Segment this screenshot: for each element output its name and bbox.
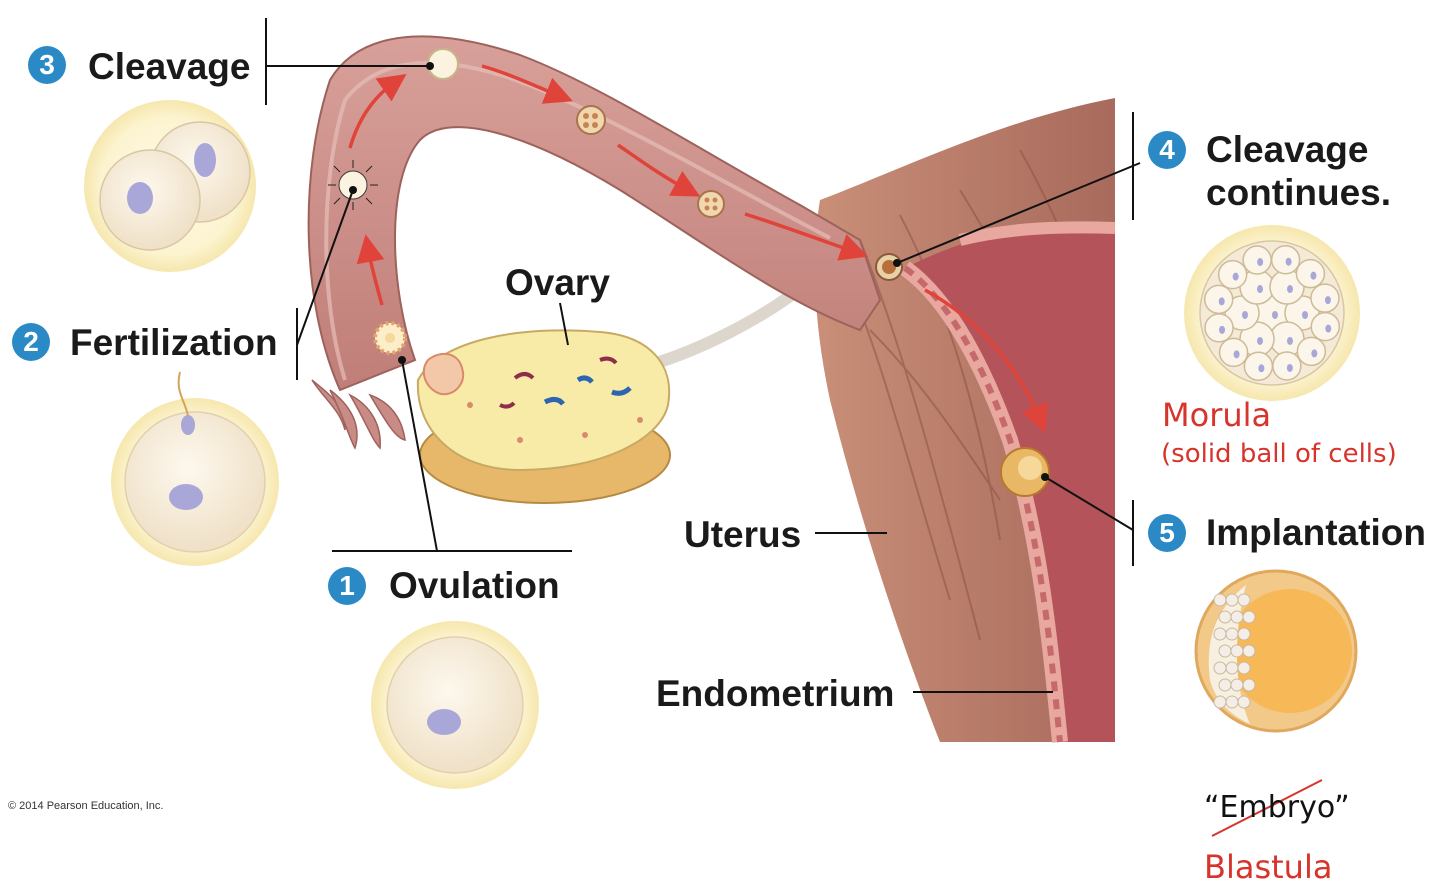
morula-nucleus bbox=[1272, 311, 1278, 319]
morula-cell bbox=[1310, 311, 1341, 342]
morula-cell bbox=[1270, 244, 1301, 275]
ovarian-ligament bbox=[644, 279, 811, 371]
inner-cell-mass-cell bbox=[1225, 661, 1239, 675]
inner-cell-mass-cell bbox=[1230, 610, 1244, 624]
morula-cell bbox=[1218, 337, 1249, 368]
copyright-credit: © 2014 Pearson Education, Inc. bbox=[8, 800, 164, 812]
inner-cell-mass-cell bbox=[1237, 627, 1251, 641]
annotation-embryo-struck: “Embryo” bbox=[1204, 790, 1350, 825]
label-cleavage: Cleavage bbox=[88, 46, 251, 87]
morula-cell bbox=[1272, 351, 1302, 381]
inner-cell-mass-cell bbox=[1218, 644, 1232, 658]
label-uterus: Uterus bbox=[684, 514, 802, 555]
morula-nucleus bbox=[1242, 311, 1248, 319]
morula-nucleus bbox=[1310, 271, 1317, 280]
inner-cell-mass-cell bbox=[1237, 695, 1251, 709]
morula-nucleus bbox=[1257, 336, 1263, 345]
detail-oocyte bbox=[371, 621, 539, 789]
inner-cell-mass-cell bbox=[1242, 678, 1256, 692]
morula-nucleus bbox=[1285, 257, 1292, 266]
inner-cell-mass-cell bbox=[1225, 695, 1239, 709]
step-1-badge: 1 bbox=[328, 567, 366, 605]
morula-nucleus bbox=[1258, 364, 1265, 373]
migration-arrows bbox=[348, 64, 1048, 433]
inner-cell-mass-cell bbox=[1213, 661, 1227, 675]
label-ovary: Ovary bbox=[505, 262, 610, 303]
inner-cell-mass-cell bbox=[1225, 627, 1239, 641]
inner-cell-mass-cell bbox=[1242, 610, 1256, 624]
morula-nucleus bbox=[1302, 311, 1308, 319]
morula-cell bbox=[1310, 283, 1340, 313]
morula-cell bbox=[1203, 284, 1234, 315]
morula-nucleus bbox=[1311, 349, 1318, 358]
morula-nucleus bbox=[1219, 325, 1226, 334]
morula-nucleus bbox=[1218, 297, 1225, 306]
inner-cell-mass-cell bbox=[1237, 593, 1251, 607]
morula-cell bbox=[1296, 336, 1327, 367]
inner-cell-mass-cell bbox=[1230, 678, 1244, 692]
annotation-blastula: Blastula bbox=[1204, 848, 1333, 882]
morula-nucleus bbox=[1324, 296, 1331, 305]
inner-cell-mass-cell bbox=[1242, 644, 1256, 658]
morula-cell bbox=[1204, 313, 1234, 343]
morula-nucleus bbox=[1257, 285, 1263, 294]
embryo-strikethrough bbox=[1211, 779, 1323, 837]
label-implantation: Implantation bbox=[1206, 512, 1426, 553]
morula-nucleus bbox=[1257, 258, 1264, 267]
step-4-badge: 4 bbox=[1148, 131, 1186, 169]
label-fertilization: Fertilization bbox=[70, 322, 278, 363]
label-endometrium: Endometrium bbox=[656, 673, 895, 714]
fertilized-egg bbox=[338, 170, 368, 200]
morula-nucleus bbox=[1287, 285, 1293, 294]
annotation-morula: Morula bbox=[1162, 396, 1272, 434]
step-5-badge: 5 bbox=[1148, 514, 1186, 552]
inner-cell-mass-cell bbox=[1237, 661, 1251, 675]
morula-cell bbox=[1295, 258, 1326, 289]
morula-nucleus bbox=[1233, 350, 1240, 359]
inner-cell-mass-cell bbox=[1213, 593, 1227, 607]
detail-blastocyst bbox=[1194, 569, 1358, 733]
label-ovulation: Ovulation bbox=[389, 565, 560, 606]
morula-nucleus bbox=[1287, 336, 1293, 345]
inner-cell-mass-cell bbox=[1218, 678, 1232, 692]
detail-fertilization bbox=[111, 371, 279, 566]
label-cleavage-continues-line1: Cleavage bbox=[1206, 129, 1369, 170]
morula-nucleus bbox=[1325, 324, 1332, 333]
step-3-badge: 3 bbox=[28, 46, 66, 84]
annotation-morula-description: (solid ball of cells) bbox=[1161, 439, 1397, 469]
inner-cell-mass-cell bbox=[1213, 695, 1227, 709]
label-cleavage-continues-line2: continues. bbox=[1206, 172, 1392, 213]
ovary-follicles bbox=[422, 352, 643, 443]
leader-lines bbox=[265, 18, 1141, 693]
ovary-body bbox=[416, 329, 671, 472]
morula-nucleus bbox=[1286, 363, 1293, 372]
inner-cell-mass-cell bbox=[1225, 593, 1239, 607]
morula-cell bbox=[1242, 245, 1272, 275]
uterine-cavity bbox=[905, 223, 1115, 743]
inner-cell-mass-cell bbox=[1230, 644, 1244, 658]
morula-nucleus bbox=[1232, 272, 1239, 281]
inner-cell-mass-cell bbox=[1218, 610, 1232, 624]
detail-two-cell bbox=[84, 100, 256, 272]
morula-cell bbox=[1243, 351, 1274, 382]
detail-morula bbox=[1184, 225, 1360, 401]
inner-cell-mass-cell bbox=[1213, 627, 1227, 641]
step-2-badge: 2 bbox=[12, 323, 50, 361]
morula-cell bbox=[1217, 259, 1248, 290]
